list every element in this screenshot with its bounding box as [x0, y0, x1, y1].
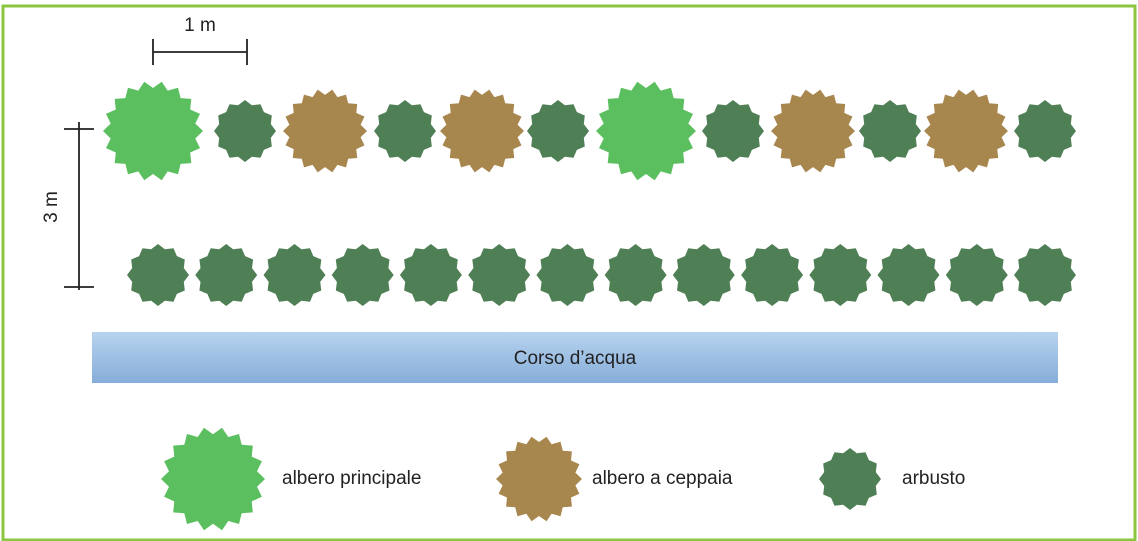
- top-row-arbusto-10: [859, 100, 921, 162]
- bottom-row-arbusto-9: [672, 244, 735, 306]
- legend-label-arbusto: arbusto: [902, 468, 965, 489]
- bottom-row-arbusto-10: [741, 244, 804, 306]
- bottom-row-arbusto-1: [127, 244, 189, 306]
- bottom-row-arbusto-4: [331, 244, 394, 306]
- bottom-planting-row: [127, 244, 1076, 306]
- bottom-row-arbusto-11: [809, 244, 872, 306]
- top-row-albero-a-ceppaia-9: [771, 89, 855, 173]
- water-course: Corso d’acqua: [92, 332, 1058, 383]
- legend-symbol-albero-principale: [161, 427, 265, 531]
- legend-symbol-arbusto: [819, 448, 881, 510]
- top-row-albero-a-ceppaia-3: [283, 89, 367, 173]
- bottom-row-arbusto-14: [1014, 244, 1076, 306]
- bottom-row-arbusto-12: [877, 244, 940, 306]
- bottom-row-arbusto-8: [604, 244, 667, 306]
- bottom-row-arbusto-2: [195, 244, 258, 306]
- legend-label-albero-principale: albero principale: [282, 468, 421, 489]
- top-row-albero-principale-1: [103, 81, 203, 181]
- legend-label-albero-a-ceppaia: albero a ceppaia: [592, 468, 733, 489]
- bottom-row-arbusto-7: [536, 244, 599, 306]
- horizontal-scale-label: 1 m: [184, 15, 216, 36]
- water-course-band: [92, 332, 1058, 383]
- legend: albero principale albero a ceppaia arbus…: [161, 427, 965, 531]
- top-row-arbusto-8: [702, 100, 764, 162]
- legend-symbols: [161, 427, 881, 531]
- top-row-arbusto-4: [374, 100, 436, 162]
- top-row-albero-principale-7: [596, 81, 696, 181]
- horizontal-scale-bar: 1 m: [152, 15, 248, 65]
- top-row-albero-a-ceppaia-11: [924, 89, 1008, 173]
- bottom-row-arbusto-5: [399, 244, 462, 306]
- top-row-arbusto-12: [1014, 100, 1076, 162]
- top-row-arbusto-6: [527, 100, 589, 162]
- top-row-albero-a-ceppaia-5: [440, 89, 524, 173]
- bottom-row-arbusto-6: [468, 244, 531, 306]
- vertical-scale-label: 3 m: [41, 191, 62, 223]
- top-row-arbusto-2: [214, 100, 276, 162]
- top-planting-row: [103, 81, 1076, 181]
- bottom-row-arbusto-3: [263, 244, 326, 306]
- legend-symbol-albero-a-ceppaia: [496, 436, 582, 522]
- vertical-scale-bar: 3 m: [41, 122, 94, 290]
- water-course-label: Corso d’acqua: [514, 348, 637, 369]
- bottom-row-arbusto-13: [945, 244, 1008, 306]
